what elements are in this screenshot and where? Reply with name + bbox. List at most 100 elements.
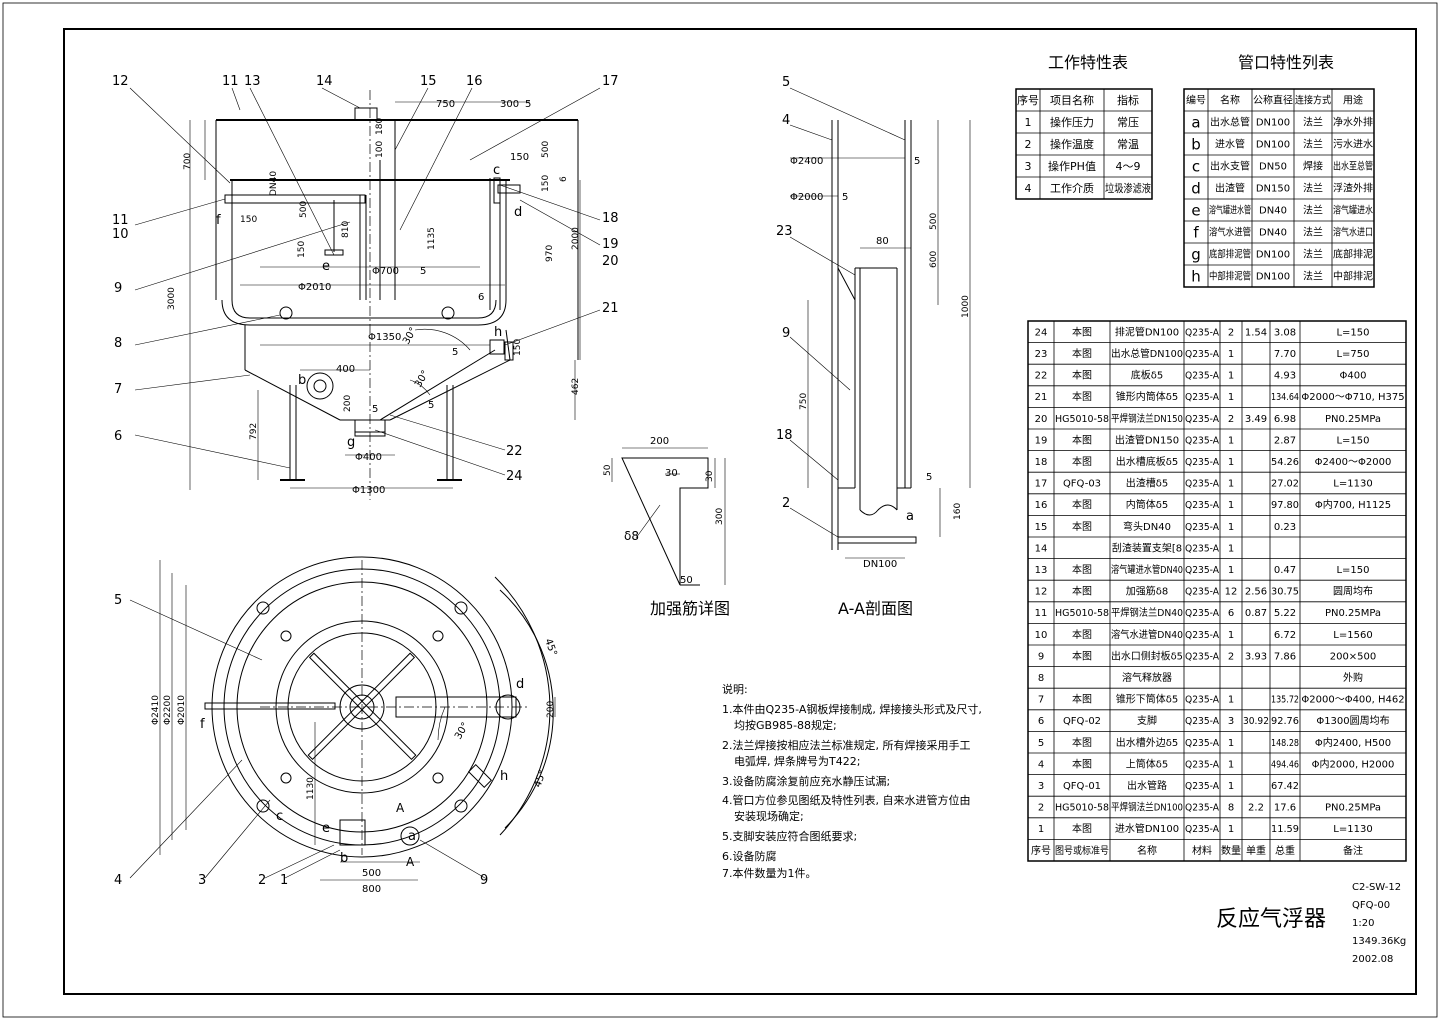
nozzle-table-cell: DN40 xyxy=(1259,206,1287,217)
dim-970: 970 xyxy=(545,245,555,262)
bom-table-cell: 锥形内筒体δ5 xyxy=(1116,390,1178,403)
part-number: QFQ-00 xyxy=(1352,900,1390,911)
dim-6a: 6 xyxy=(559,176,569,182)
bom-table-cell: 3.93 xyxy=(1245,651,1267,662)
nozzle-table-cell: 法兰 xyxy=(1303,248,1323,261)
bom-table-cell: 6 xyxy=(1228,608,1234,619)
bom-table-cell: 24 xyxy=(1035,327,1048,338)
total-weight: 1349.36Kg xyxy=(1352,936,1406,947)
notes-line-6: 4.管口方位参见图纸及特性列表, 自来水进管方位由 xyxy=(722,793,971,807)
rib-dim-30b: 30 xyxy=(705,470,715,482)
bom-table-cell: Q235-A xyxy=(1185,392,1219,403)
plan-nozzle-h: h xyxy=(500,769,508,784)
bom-table-cell: 67.42 xyxy=(1271,781,1299,792)
bom-table-cell: 5.22 xyxy=(1274,608,1296,619)
work-table-cell: 常压 xyxy=(1117,116,1139,129)
nozzle-table-cell: 用途 xyxy=(1343,94,1363,107)
bom-table-cell: Q235-A xyxy=(1185,716,1219,727)
label-9: 9 xyxy=(114,281,122,296)
sec-label-5: 5 xyxy=(782,75,790,90)
bom-table-cell: 本图 xyxy=(1072,585,1092,598)
bom-table-cell: Φ2000～Φ710, H375 xyxy=(1301,392,1404,403)
dim-300: 300 xyxy=(500,99,519,110)
bom-table-cell: 13 xyxy=(1035,565,1048,576)
bom-table-cell: L=1130 xyxy=(1333,824,1372,835)
bom-table-cell: 1 xyxy=(1228,522,1234,533)
nozzle-table-cell: 出渣管 xyxy=(1215,182,1245,195)
dim-phi400: Φ400 xyxy=(355,452,382,463)
bom-table-cell: HG5010-58 xyxy=(1055,803,1109,814)
bom-table-cell: L=750 xyxy=(1336,349,1369,360)
bom-table-cell: 1 xyxy=(1228,695,1234,706)
bom-table-cell: 内筒体δ5 xyxy=(1126,498,1168,511)
bom-table-cell: 1 xyxy=(1228,457,1234,468)
bom-table-cell: 出水口侧封板δ5 xyxy=(1111,649,1183,662)
sec-dim-phi2000: Φ2000 xyxy=(790,192,823,203)
nozzle-table-cell: h xyxy=(1191,267,1201,285)
sec-label-18: 18 xyxy=(776,428,793,443)
dim-6b: 6 xyxy=(478,292,484,303)
bom-table-cell: Q235-A xyxy=(1185,327,1219,338)
bom-table-cell: Q235-A xyxy=(1185,587,1219,598)
sec-dim-750: 750 xyxy=(799,393,809,410)
bom-table-cell: 10 xyxy=(1035,630,1048,641)
nozzle-table-cell: 公称直径 xyxy=(1253,94,1293,107)
bom-table-cell: 总重 xyxy=(1275,844,1295,857)
bom-table-cell: 16 xyxy=(1035,500,1048,511)
plan-dim-1130: 1130 xyxy=(306,777,316,800)
label-14: 14 xyxy=(316,74,333,89)
work-table-cell: 4 xyxy=(1025,182,1032,195)
bom-table-cell: 2 xyxy=(1228,651,1234,662)
bom-table-cell: 27.02 xyxy=(1271,479,1299,490)
bom-table-cell: 数量 xyxy=(1221,844,1241,857)
nozzle-table-cell: 净水外排 xyxy=(1333,116,1373,129)
bom-table-cell: Q235-A xyxy=(1185,738,1219,749)
bom-table-cell: L=150 xyxy=(1336,327,1369,338)
scale: 1:20 xyxy=(1352,918,1374,929)
bom-table-cell: 92.76 xyxy=(1271,716,1299,727)
dim-462: 462 xyxy=(571,378,581,395)
nozzle-c: c xyxy=(493,163,500,178)
plan-dim-500: 500 xyxy=(362,868,381,879)
nozzle-table-cell: 法兰 xyxy=(1303,204,1323,217)
plan-dim-phi2200: Φ2200 xyxy=(163,695,173,725)
plan-dim-30: 30° xyxy=(453,721,471,742)
bom-table-cell: 1 xyxy=(1228,543,1234,554)
nozzle-table-cell: DN100 xyxy=(1256,118,1290,129)
bom-table-cell: 出水管路 xyxy=(1127,779,1167,792)
plan-label-2: 2 xyxy=(258,873,266,888)
nozzle-table-cell: b xyxy=(1191,135,1201,153)
notes-line-7: 安装现场确定; xyxy=(734,809,804,823)
bom-table-cell: QFQ-01 xyxy=(1063,781,1101,792)
section-aa-view: 5 4 23 9 18 2 Φ2400 5 Φ2000 5 80 500 600… xyxy=(776,75,971,570)
bom-table-cell: PN0.25MPa xyxy=(1325,803,1381,814)
label-24: 24 xyxy=(506,469,523,484)
sec-dim-160: 160 xyxy=(953,503,963,520)
bom-table-cell: 6 xyxy=(1038,716,1044,727)
nozzle-table-cell: d xyxy=(1191,179,1201,197)
work-table-cell: 常温 xyxy=(1117,138,1139,151)
bom-table-cell: 494.46 xyxy=(1271,759,1299,770)
bom-table-cell: 97.80 xyxy=(1271,500,1299,511)
bom-table-cell: 锥形下筒体δ5 xyxy=(1116,693,1178,706)
bom-table-cell: 1.54 xyxy=(1245,327,1267,338)
label-18: 18 xyxy=(602,211,619,226)
rib-dim-30a: 30 xyxy=(665,468,678,479)
nozzle-table-cell: DN150 xyxy=(1256,184,1290,195)
bom-table-cell: Q235-A xyxy=(1185,522,1219,533)
drawing-date: 2002.08 xyxy=(1352,954,1393,965)
bom-table-cell: Q235-A xyxy=(1185,630,1219,641)
dim-700: 700 xyxy=(183,153,193,170)
sec-label-4: 4 xyxy=(782,113,790,128)
work-table-cell: 3 xyxy=(1025,160,1032,173)
nozzle-table-cell: DN100 xyxy=(1256,140,1290,151)
work-table-cell: 2 xyxy=(1025,138,1032,151)
inner-border xyxy=(63,28,1417,995)
label-20: 20 xyxy=(602,254,619,269)
dim-phi1350: Φ1350 xyxy=(368,332,401,343)
work-table-title: 工作特性表 xyxy=(1048,53,1128,72)
nozzle-table-cell: 出水总管 xyxy=(1210,116,1250,129)
bom-table-cell: 平焊钢法兰DN150 xyxy=(1111,412,1183,425)
label-17: 17 xyxy=(602,74,619,89)
